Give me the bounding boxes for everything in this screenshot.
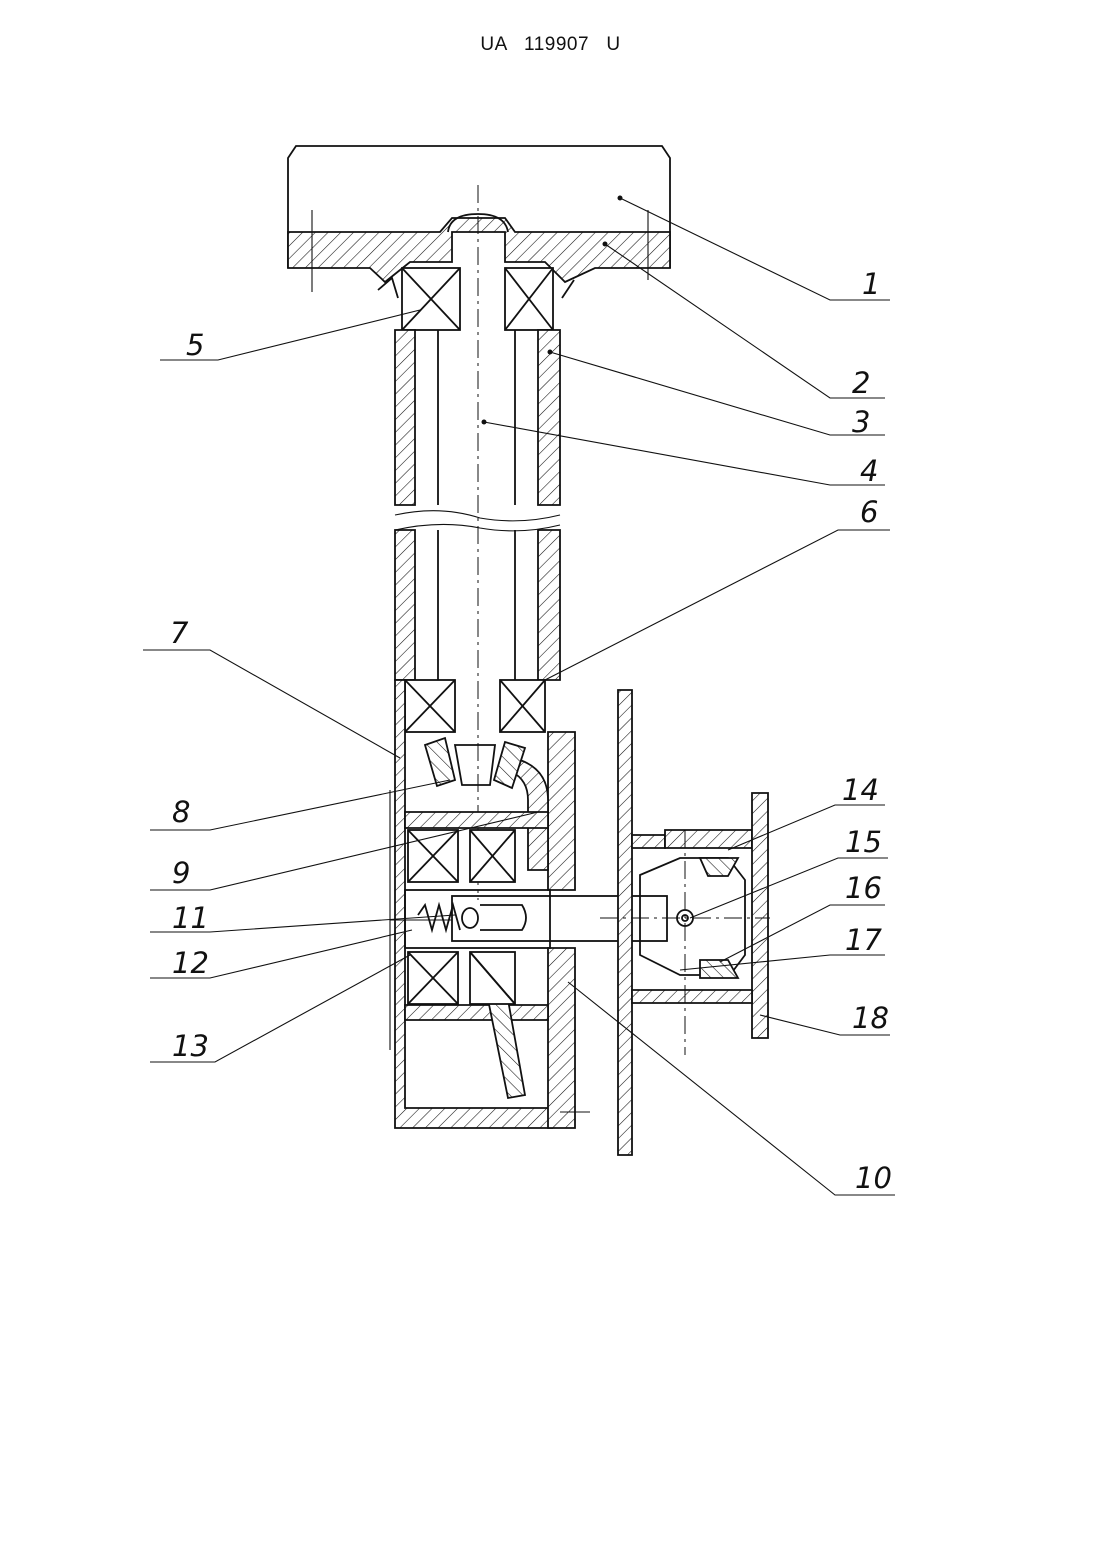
gear-housing <box>395 680 575 1128</box>
callout-2: 2 <box>852 366 870 400</box>
callout-14: 14 <box>842 773 879 807</box>
callout-16: 16 <box>845 871 882 905</box>
callout-4: 4 <box>860 454 878 488</box>
callout-11: 11 <box>172 901 209 935</box>
callout-12: 12 <box>172 946 209 980</box>
callout-10: 10 <box>855 1161 892 1195</box>
top-head <box>288 146 670 292</box>
callout-13: 13 <box>172 1029 209 1063</box>
callout-6: 6 <box>860 495 878 529</box>
callout-15: 15 <box>845 825 882 859</box>
callout-3: 3 <box>852 405 870 439</box>
lower-bearing <box>405 680 545 732</box>
callout-9: 9 <box>172 856 190 890</box>
callout-17: 17 <box>845 923 882 957</box>
callout-7: 7 <box>170 616 189 650</box>
callout-1: 1 <box>862 267 880 301</box>
callout-18: 18 <box>852 1001 889 1035</box>
callout-5: 5 <box>186 328 204 362</box>
upper-bearing <box>378 268 574 330</box>
callout-8: 8 <box>172 795 190 829</box>
